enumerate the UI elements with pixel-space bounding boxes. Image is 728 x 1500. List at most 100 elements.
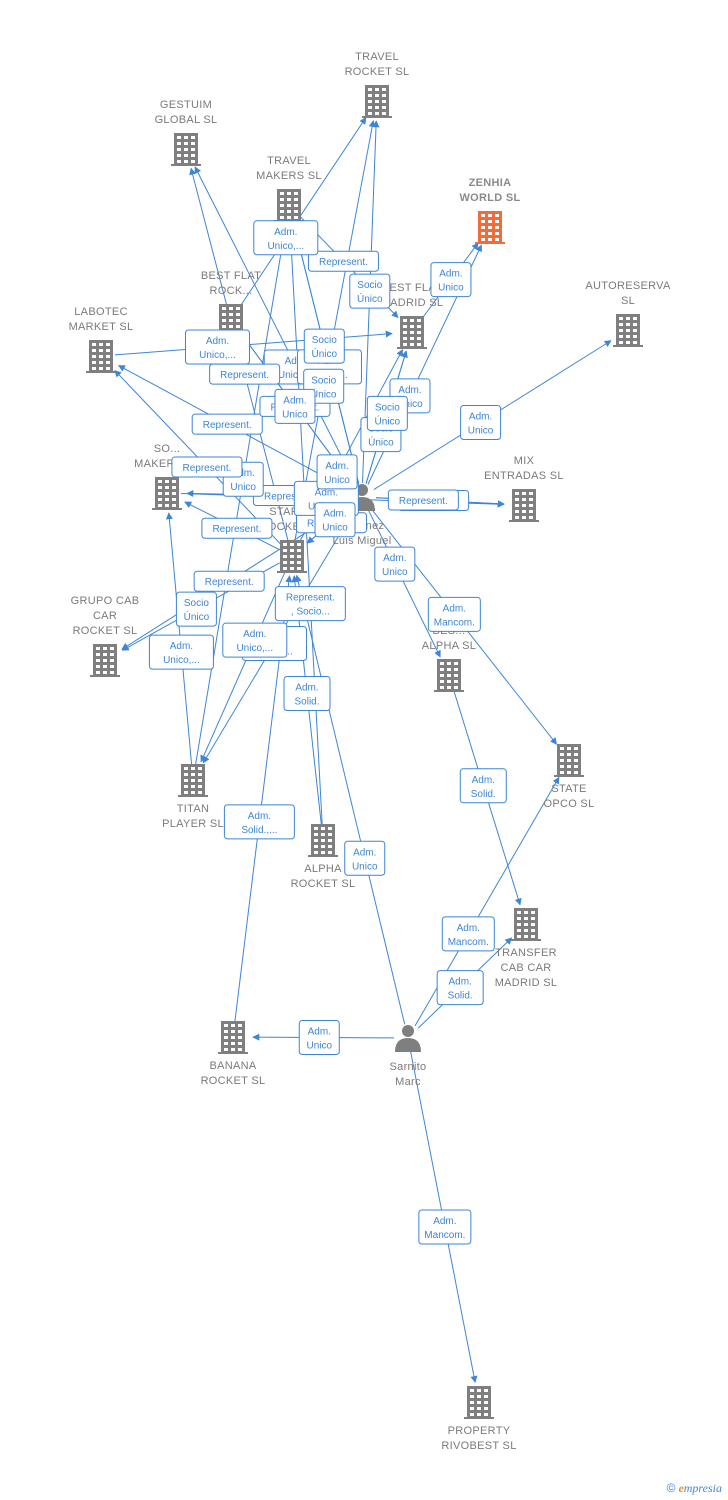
edge-label-box[interactable] <box>441 916 495 952</box>
edge-label-text: Adm. <box>206 336 229 347</box>
edge-label[interactable]: Adm. Unico,... <box>184 329 250 365</box>
building-icon <box>362 85 392 118</box>
edge-label-box[interactable] <box>223 804 295 840</box>
edge-label-box[interactable] <box>191 413 263 435</box>
edge-label-box[interactable] <box>283 675 331 711</box>
edge-label[interactable]: Adm.Mancom. <box>427 596 481 632</box>
edge-label[interactable]: Adm.Unico <box>314 502 356 538</box>
edge-label[interactable]: Adm.Unico <box>460 405 502 441</box>
edge-label-box[interactable] <box>344 840 386 876</box>
edge-label-text: Represent. <box>205 577 254 588</box>
node-label: CAB CAR <box>501 962 552 974</box>
node-label: OPCO SL <box>543 798 594 810</box>
edge-label[interactable]: Adm.Mancom. <box>441 916 495 952</box>
brand-name: mpresia <box>683 1481 722 1495</box>
edge-label[interactable]: Represent. <box>307 250 379 272</box>
edge-label-text: Represent. <box>286 593 335 604</box>
edge-label-box[interactable] <box>175 591 217 627</box>
edge-label[interactable]: Represent. <box>171 456 243 478</box>
building-icon <box>397 316 427 349</box>
edge-label-text: Represent. <box>319 257 368 268</box>
edge-label[interactable]: Adm.Mancom. <box>418 1209 472 1245</box>
edge-label[interactable]: Adm.Solid. <box>459 768 507 804</box>
edge-label-box[interactable] <box>460 405 502 441</box>
edge-label-box[interactable] <box>418 1209 472 1245</box>
edge-label-box[interactable] <box>274 388 316 424</box>
edge-label-box[interactable] <box>430 262 472 298</box>
edge-label-box[interactable] <box>349 273 391 309</box>
edge-label[interactable]: Represent. <box>193 570 265 592</box>
person-icon <box>395 1025 421 1052</box>
edge-label-text: Adm. <box>274 227 297 238</box>
edge-label-box[interactable] <box>374 546 416 582</box>
edge-label[interactable]: Adm.Unico <box>298 1019 340 1055</box>
edge-label[interactable]: Adm.Unico <box>344 840 386 876</box>
edge-label[interactable]: Adm.Unico <box>374 546 416 582</box>
edge-label-box[interactable] <box>307 250 379 272</box>
edge-label-box[interactable] <box>193 570 265 592</box>
edge-label-box[interactable] <box>201 517 273 539</box>
edge-label[interactable]: Adm.Unico,... <box>148 634 214 670</box>
building-icon <box>464 1386 494 1419</box>
node-best_alpha[interactable]: BES...ALPHA SL <box>422 625 476 692</box>
edge-label[interactable]: Represent. <box>209 363 281 385</box>
edge-label-box[interactable] <box>303 328 345 364</box>
edge-label[interactable]: Adm.Unico <box>316 454 358 490</box>
node-label: TITAN <box>177 803 209 815</box>
edge-label-text: Unico <box>306 1040 332 1051</box>
edge-label-box[interactable] <box>314 502 356 538</box>
edge-label[interactable]: Adm.Unico <box>274 388 316 424</box>
node-label: ROCK... <box>209 285 252 297</box>
edge-label[interactable]: Adm.Solid. <box>436 970 484 1006</box>
edge-label-box[interactable] <box>387 489 459 511</box>
edge-label-box[interactable] <box>459 768 507 804</box>
edge-label[interactable]: Represent. <box>191 413 263 435</box>
node-label: TRANSFER <box>495 947 557 959</box>
edge-label[interactable]: Adm.Unico,... <box>222 622 288 658</box>
edge-label-box[interactable] <box>366 395 408 431</box>
edge-label[interactable]: Represent. <box>201 517 273 539</box>
edge-label[interactable]: Adm.Unico,... <box>253 220 319 256</box>
edge-label-text: Unico <box>438 283 464 294</box>
edge-label[interactable]: Represent. <box>387 489 459 511</box>
edge-martinez-to-best_alpha <box>367 509 441 658</box>
edge-label[interactable]: Adm.Unico <box>430 262 472 298</box>
edge-label[interactable]: Adm.Solid.,... <box>223 804 295 840</box>
edge-label[interactable]: Adm.Solid. <box>283 675 331 711</box>
edge-label-box[interactable] <box>171 456 243 478</box>
edge-label-box[interactable] <box>274 586 346 622</box>
edge-label-box[interactable] <box>222 622 288 658</box>
edge-label-text: Unico,... <box>199 350 236 361</box>
edge-label-box[interactable] <box>253 220 319 256</box>
node-best_flat_rock[interactable]: BEST FLATROCK... <box>201 270 261 337</box>
edge-label-box[interactable] <box>316 454 358 490</box>
edge-label-box[interactable] <box>184 329 250 365</box>
edge-label-box[interactable] <box>427 596 481 632</box>
edge-label-box[interactable] <box>298 1019 340 1055</box>
edge-label-box[interactable] <box>436 970 484 1006</box>
edge-label-text: Represent. <box>264 491 313 502</box>
edge-label-box[interactable] <box>148 634 214 670</box>
edge-label[interactable]: Represent., Socio... <box>274 586 346 622</box>
